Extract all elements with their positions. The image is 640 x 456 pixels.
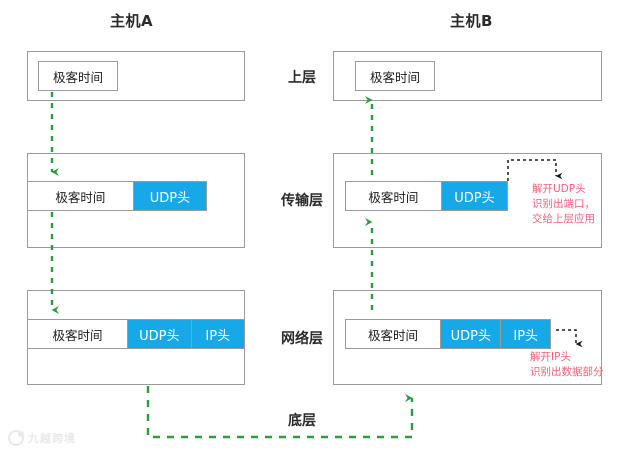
- packet-segment-udp-header: UDP头: [440, 320, 501, 348]
- packet-segment-data: 极客时间: [356, 62, 434, 90]
- packet-segment-data: 极客时间: [346, 182, 441, 210]
- network-decapsulation-note: 解开IP头 识别出数据部分: [530, 350, 604, 380]
- layer-label-upper: 上层: [288, 70, 316, 86]
- packet-segment-data: 极客时间: [28, 182, 133, 210]
- note-line-2: 识别出端口，: [532, 198, 595, 210]
- packet-segment-udp-header: UDP头: [440, 182, 507, 210]
- host-a-title: 主机A: [110, 12, 154, 30]
- host-b-transport-packet: 极客时间 UDP头: [345, 181, 508, 211]
- layer-label-network: 网络层: [281, 331, 323, 347]
- note-line-1: 解开IP头: [530, 351, 571, 363]
- packet-segment-data: 极客时间: [346, 320, 441, 348]
- note-line-2: 识别出数据部分: [530, 366, 604, 378]
- packet-segment-data: 极客时间: [39, 62, 117, 90]
- host-a-network-packet: 极客时间 UDP头 IP头: [27, 319, 245, 349]
- host-b-title: 主机B: [450, 12, 493, 30]
- packet-segment-udp-header: UDP头: [132, 182, 206, 210]
- packet-segment-udp-header: UDP头: [127, 320, 191, 348]
- layer-label-transport: 传输层: [281, 193, 323, 209]
- packet-segment-ip-header: IP头: [500, 320, 550, 348]
- host-a-upper-packet: 极客时间: [38, 61, 118, 91]
- watermark-text: 九越跨境: [28, 432, 76, 445]
- watermark-logo-icon: [8, 430, 24, 446]
- note-line-3: 交给上层应用: [532, 213, 595, 225]
- host-b-network-packet: 极客时间 UDP头 IP头: [345, 319, 551, 349]
- transport-decapsulation-note: 解开UDP头 识别出端口， 交给上层应用: [532, 182, 595, 227]
- layer-label-bottom: 底层: [288, 413, 316, 429]
- note-line-1: 解开UDP头: [532, 183, 586, 195]
- packet-segment-ip-header: IP头: [190, 320, 245, 348]
- host-b-upper-packet: 极客时间: [355, 61, 435, 91]
- watermark: 九越跨境: [8, 430, 76, 446]
- packet-segment-data: 极客时间: [28, 320, 128, 348]
- host-a-transport-packet: 极客时间 UDP头: [27, 181, 207, 211]
